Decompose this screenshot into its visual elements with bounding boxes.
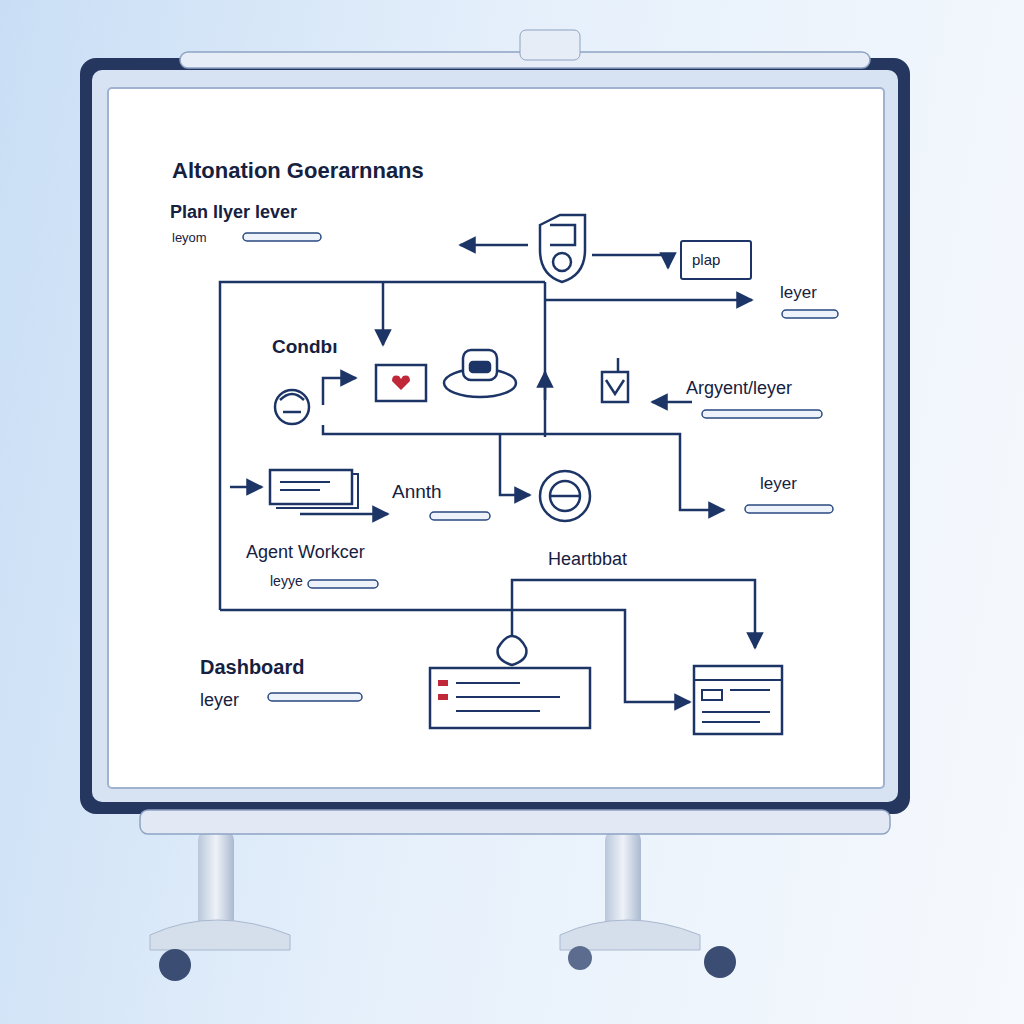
icon [550,481,580,511]
text-underline-pill [745,505,833,513]
board-frame [140,810,890,834]
board-title: Altonation Goerarnnans [172,158,424,183]
wire [544,372,547,400]
board-stand [150,830,736,981]
wire [500,434,530,495]
icon [275,390,309,424]
board-label: leyom [172,231,207,246]
board-label: leyer [200,690,239,711]
icon [550,495,580,498]
wire [652,401,692,404]
wire [220,245,755,702]
wire [220,282,545,610]
board-label: Agent Workcer [246,542,365,563]
icon [463,350,497,380]
box-text: plap [692,251,750,268]
board-label: leyer [780,283,817,303]
wire [460,244,528,247]
icon [694,680,782,722]
wire [323,425,724,510]
icon [694,666,782,734]
board-stand [150,920,290,950]
board-label: leyye [270,573,303,589]
icon [553,253,571,271]
text-underline-pill [243,233,321,241]
icon [430,668,590,728]
board-label: Plan llyer lever [170,202,297,223]
board-label: Dashboard [200,656,304,679]
icon [270,470,352,504]
icon [456,683,560,711]
board-label: Heartbbat [548,549,627,570]
icon [470,362,490,372]
text-underline-pill [702,410,822,418]
board-stand [568,946,592,970]
icon [540,215,585,282]
text-underline-pill [430,512,490,520]
board-label: Annth [392,481,442,503]
icon [270,215,782,734]
process-box: plap [680,240,752,280]
icon [438,680,448,686]
board-frame [520,30,580,60]
icon [376,365,426,401]
wire [323,378,356,405]
icon [498,636,527,665]
wire [230,486,262,489]
icon [438,694,448,700]
board-label: Condbı [272,336,337,358]
board-label: leyer [760,474,797,494]
wire [382,282,385,345]
wire [512,580,755,648]
text-underline-pill [243,233,838,701]
icon [276,474,358,508]
board-stand [159,949,191,981]
icon [606,380,624,394]
board-frame [92,70,898,802]
wire [545,299,752,302]
icon [602,372,628,402]
icon [617,358,620,372]
wire [300,513,388,516]
text-underline-pill [268,693,362,701]
text-underline-pill [782,310,838,318]
icon [392,376,410,390]
board-stand [704,946,736,978]
wire [592,255,668,268]
text-underline-pill [308,580,378,588]
wire [544,282,547,437]
board-frame [108,88,884,788]
board-stand [560,920,700,950]
icon [540,471,590,521]
board-frame [80,58,910,814]
icon [550,225,575,245]
icon [280,394,304,412]
board-label: Argyent/leyer [686,378,792,399]
board-frame [80,30,910,834]
